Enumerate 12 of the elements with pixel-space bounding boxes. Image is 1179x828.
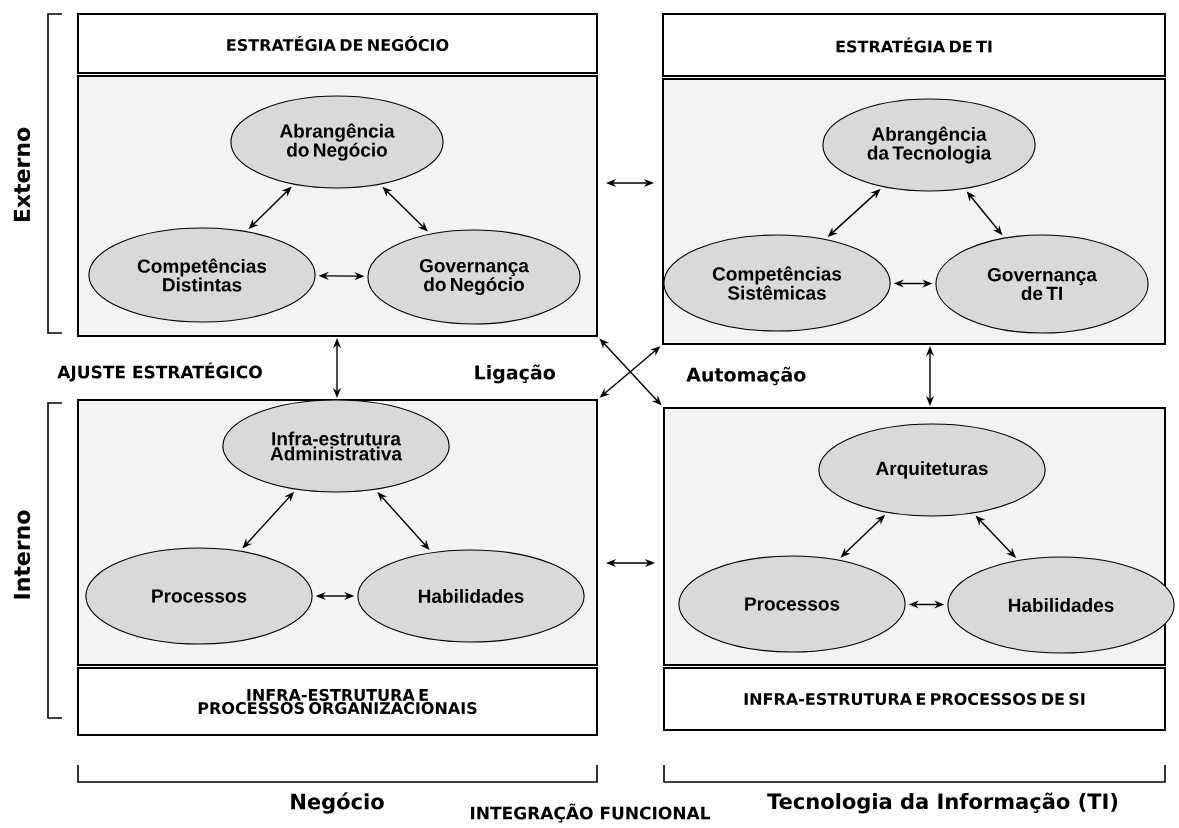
axis-label: Tecnologia da Informação (TI) (767, 792, 1118, 814)
link-label: Automação (686, 366, 806, 386)
layer-box: INFRA-ESTRUTURA E PROCESSOS DE SI (663, 667, 1166, 731)
link-label: Ligação (475, 364, 555, 384)
axis-label: INTEGRAÇÃO FUNCIONAL (471, 803, 711, 823)
side-label: Interno (13, 510, 31, 599)
side-label: Externo (13, 127, 31, 222)
layer-box: INFRA-ESTRUTURA E PROCESSOS ORGANIZACIONAIS (77, 667, 598, 736)
layer-box: ESTRATÉGIA DE NEGÓCIO (77, 13, 598, 74)
axis-label: Negócio (291, 792, 384, 814)
axis-label: AJUSTE ESTRATÉGICO (57, 362, 262, 382)
layer-box: ESTRATÉGIA DE TI (662, 13, 1166, 77)
